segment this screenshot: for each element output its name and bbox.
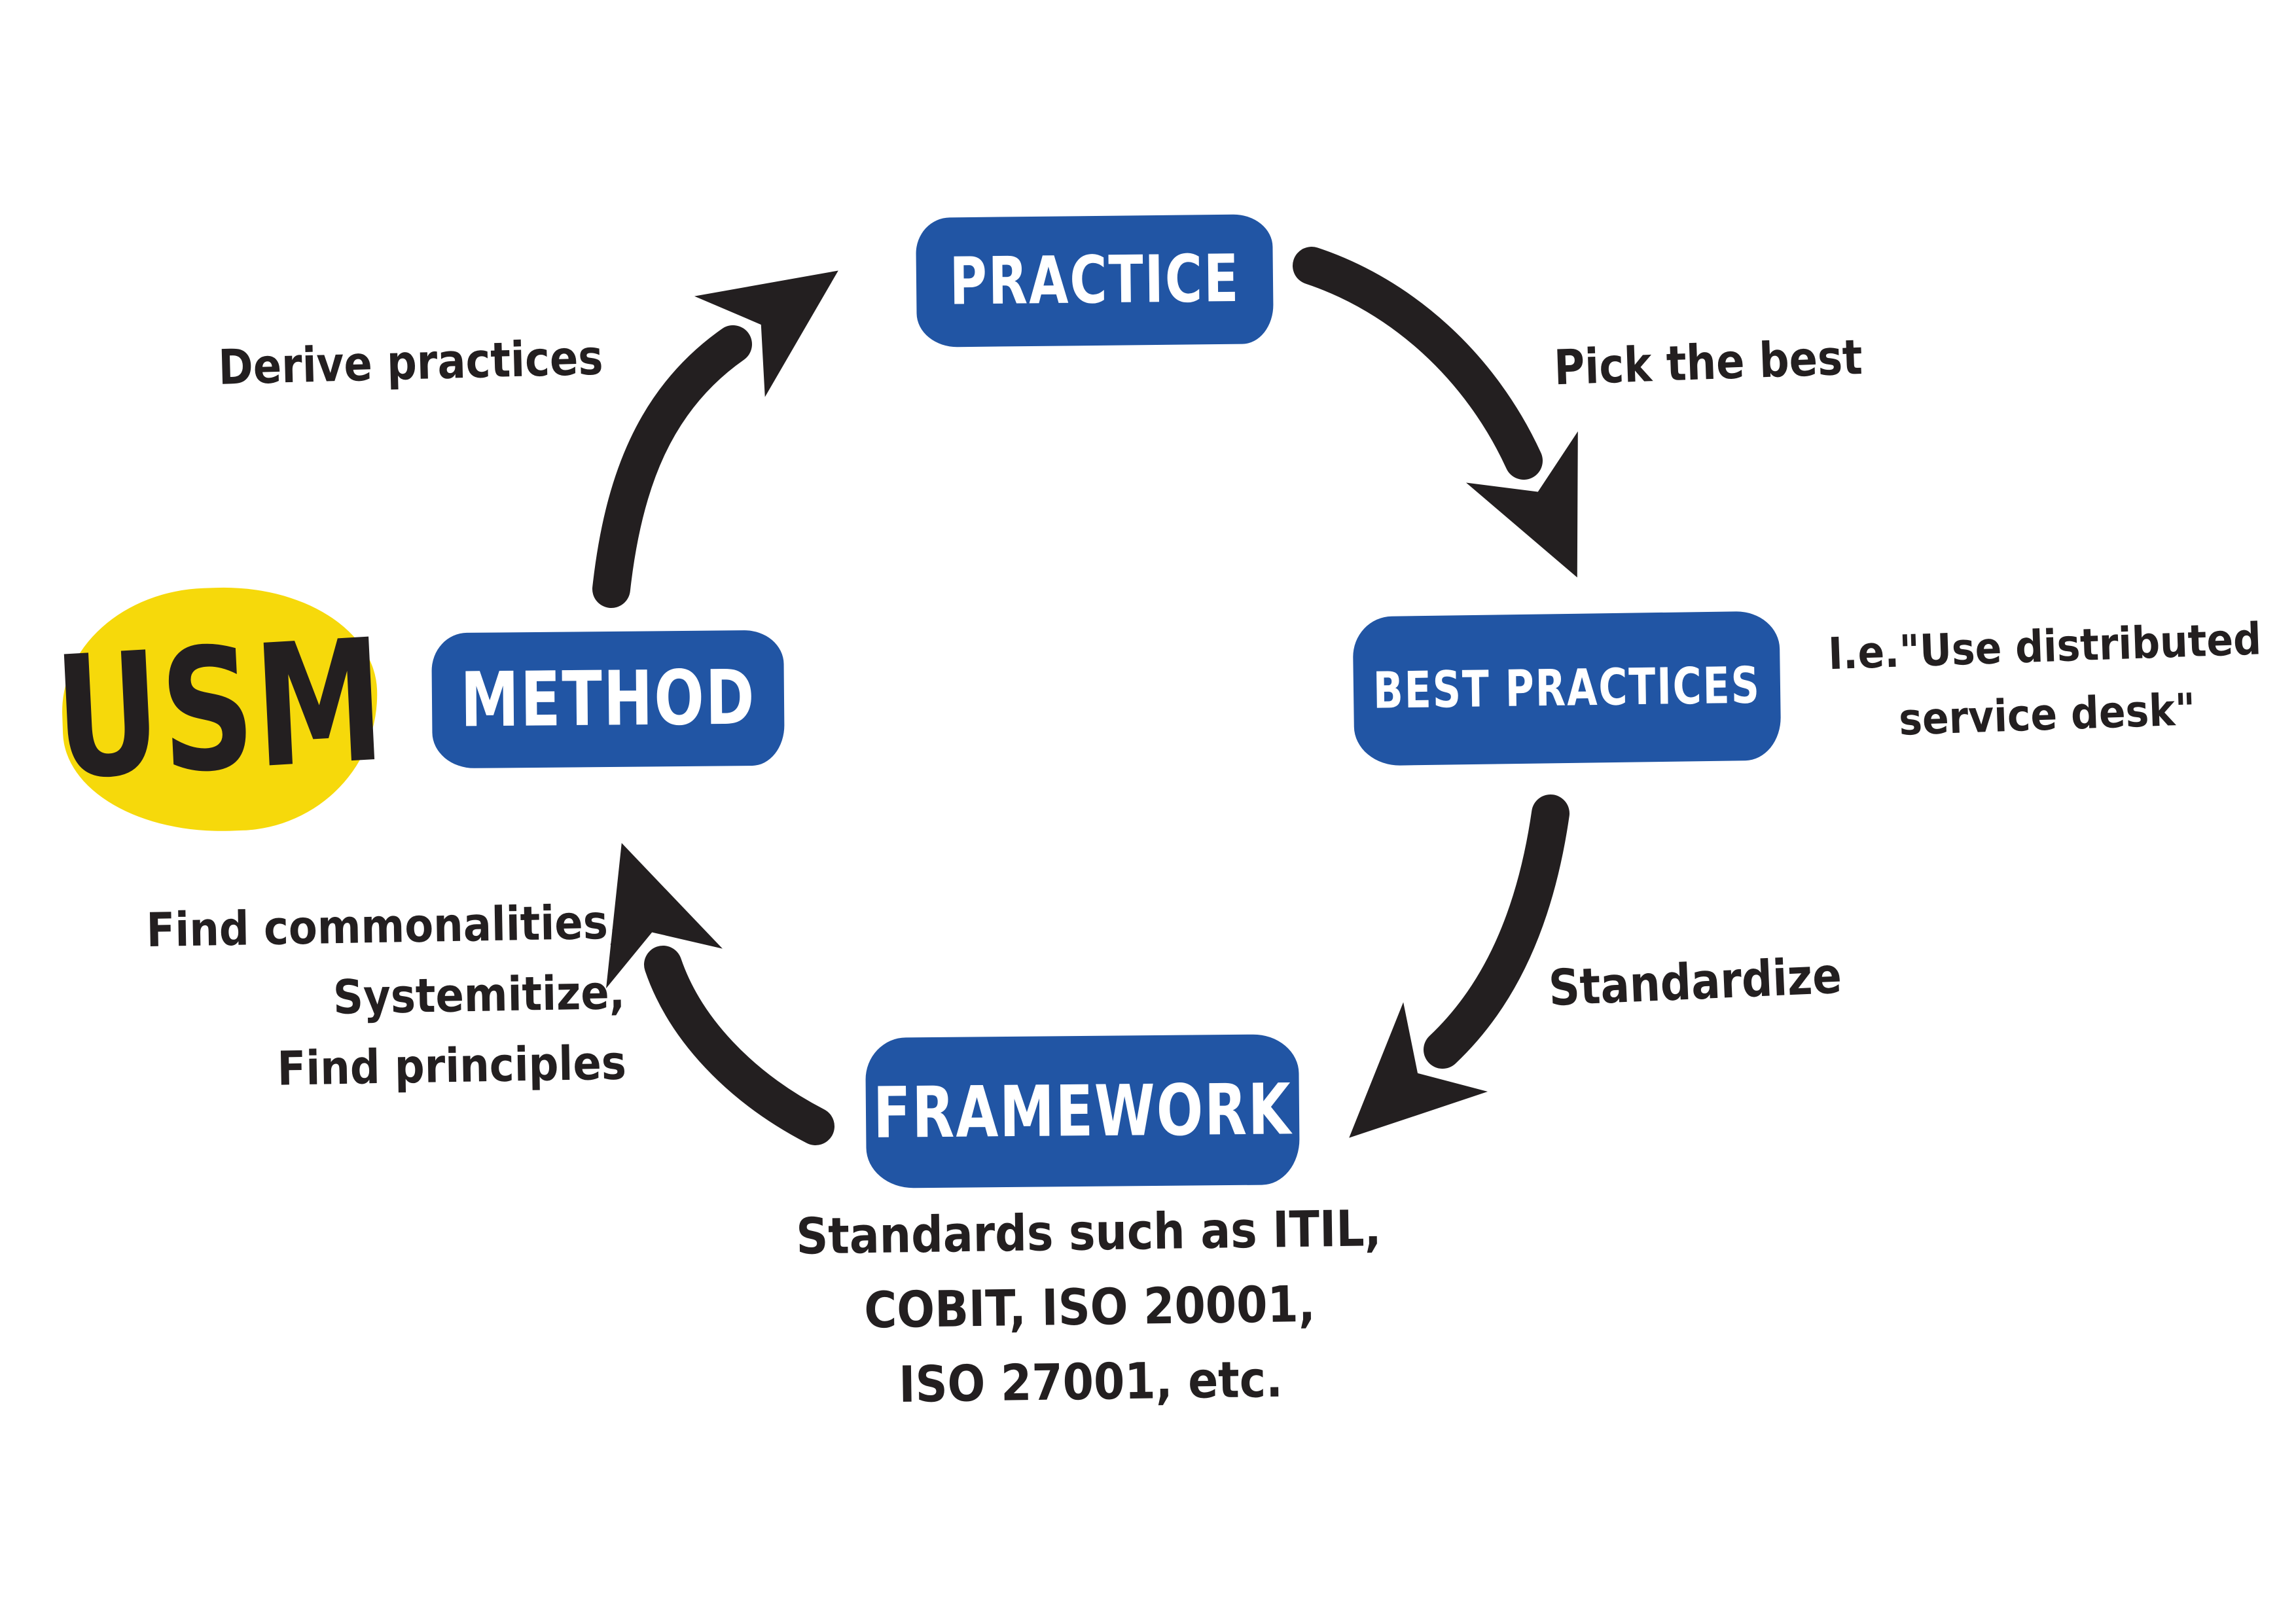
annotation-standards-line-1: Standards such as ITIL,	[795, 1200, 1382, 1266]
annotation-standards-line-3: ISO 27001, etc.	[898, 1351, 1283, 1414]
annotation-standards-line-2: COBIT, ISO 20001,	[863, 1275, 1316, 1340]
node-practice-label: PRACTICE	[949, 241, 1240, 320]
node-practice: PRACTICE	[915, 214, 1274, 348]
edge-label-find-line-1: Find commonalities,	[145, 895, 624, 959]
usm-badge-label: USM	[50, 601, 389, 817]
arrow-best-practices-to-framework	[1349, 794, 1570, 1138]
edge-label-derive-practices: Derive practices	[217, 330, 604, 397]
edge-label-find-commonalities: Find commonalities, Systemitize, Find pr…	[129, 887, 627, 1107]
node-best-practices: BEST PRACTICES	[1352, 611, 1782, 766]
arrow-framework-to-method	[606, 843, 834, 1145]
node-framework: FRAMEWORK	[865, 1034, 1300, 1188]
node-method: METHOD	[431, 630, 785, 769]
arrow-practice-to-best-practices	[1293, 247, 1578, 578]
edge-label-find-line-2: Systemitize,	[332, 965, 626, 1026]
node-framework-label: FRAMEWORK	[872, 1068, 1293, 1154]
annotation-framework-standards: Standards such as ITIL, COBIT, ISO 20001…	[794, 1192, 1386, 1424]
node-best-practices-label: BEST PRACTICES	[1372, 656, 1761, 721]
arrow-method-to-practice	[592, 270, 838, 608]
annotation-best-practices-example: I.e."Use distributed service desk"	[1811, 605, 2282, 757]
usm-badge: USM	[50, 582, 389, 837]
edge-label-find-line-3: Find principles	[276, 1036, 627, 1097]
node-method-label: METHOD	[459, 654, 757, 745]
